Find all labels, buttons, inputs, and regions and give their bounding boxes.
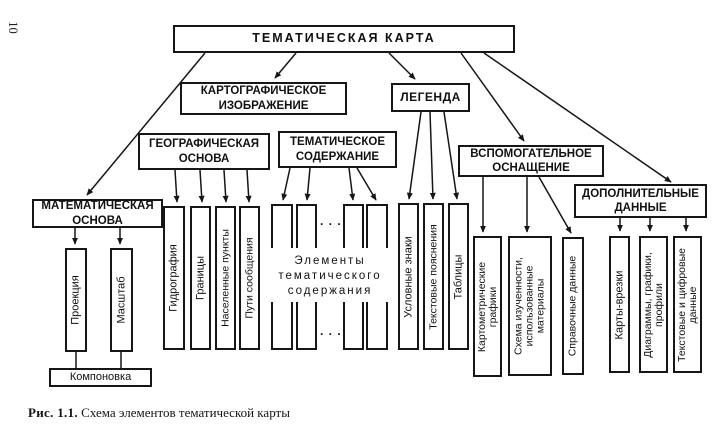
node-additional-data-line2: ДАННЫЕ — [614, 202, 667, 214]
bar-settlements: Населенные пункты — [215, 206, 236, 350]
thematic-element-stub — [271, 204, 293, 248]
thematic-element-stub — [296, 204, 317, 248]
node-thematic-content-line2: СОДЕРЖАНИЕ — [295, 150, 380, 163]
node-cartographic-image-line1: КАРТОГРАФИЧЕСКОЕ — [200, 85, 327, 98]
thematic-element-stub — [366, 302, 388, 350]
bar-hydrography: Гидрография — [163, 206, 185, 350]
node-auxiliary-equipment: ВСПОМОГАТЕЛЬНОЕ ОСНАЩЕНИЕ — [458, 145, 604, 177]
ellipsis-bottom: . . . — [320, 324, 342, 338]
bar-study-scheme: Схема изученности, использованные матери… — [508, 236, 552, 376]
node-thematic-content: ТЕМАТИЧЕСКОЕ СОДЕРЖАНИЕ — [278, 131, 397, 168]
bar-inset-maps: Карты-врезки — [609, 236, 630, 373]
node-auxiliary-equipment-line1: ВСПОМОГАТЕЛЬНОЕ — [470, 147, 592, 160]
thematic-elements-caption: Элементы тематического содержания — [274, 252, 386, 301]
bar-diagrams-graphs: Диаграммы, графики, профили — [639, 236, 668, 373]
node-cartographic-image-line2: ИЗОБРАЖЕНИЕ — [218, 99, 309, 112]
bar-text-notes: Текстовые пояснения — [423, 203, 444, 350]
bar-settlements-label: Населенные пункты — [219, 229, 232, 327]
bar-routes-label: Пути сообщения — [243, 237, 256, 319]
node-thematic-map: ТЕМАТИЧЕСКАЯ КАРТА — [173, 25, 515, 53]
thematic-element-stub — [271, 302, 293, 350]
node-thematic-map-label: ТЕМАТИЧЕСКАЯ КАРТА — [252, 31, 436, 46]
bar-tables-label: Таблицы — [451, 254, 464, 299]
node-cartographic-image: КАРТОГРАФИЧЕСКОЕ ИЗОБРАЖЕНИЕ — [180, 82, 347, 115]
bar-diagrams-graphs-label: Диаграммы, графики, профили — [641, 251, 665, 358]
node-auxiliary-equipment-line2: ОСНАЩЕНИЕ — [492, 162, 570, 174]
node-mathematical-basis-line2: ОСНОВА — [72, 214, 123, 227]
node-geographic-basis-line2: ОСНОВА — [178, 152, 230, 165]
bar-study-scheme-label: Схема изученности, использованные матери… — [512, 257, 547, 355]
bar-routes: Пути сообщения — [239, 206, 260, 350]
bar-text-notes-label: Текстовые пояснения — [427, 223, 440, 330]
bar-symbols-label: Условные знаки — [401, 235, 414, 318]
node-legend: ЛЕГЕНДА — [391, 83, 470, 112]
node-mathematical-basis: МАТЕМАТИЧЕСКАЯ ОСНОВА — [32, 199, 163, 228]
bar-cartometric-graphs-label: Картометрические графики — [475, 261, 499, 352]
bar-tables: Таблицы — [448, 203, 469, 350]
node-additional-data-line1: ДОПОЛНИТЕЛЬНЫЕ — [582, 187, 699, 200]
bar-projection-label: Проекция — [69, 275, 82, 325]
node-geographic-basis-line1: ГЕОГРАФИЧЕСКАЯ — [148, 138, 260, 151]
node-layout-label: Компоновка — [69, 370, 132, 383]
ellipsis-top: . . . — [320, 214, 342, 228]
bar-cartometric-graphs: Картометрические графики — [473, 236, 502, 377]
node-layout: Компоновка — [49, 368, 152, 387]
bar-hydrography-label: Гидрография — [167, 244, 180, 312]
thematic-element-stub — [296, 302, 317, 350]
bar-reference-data: Справочные данные — [562, 237, 584, 375]
thematic-element-stub — [343, 204, 364, 248]
bar-projection: Проекция — [65, 248, 87, 352]
node-thematic-content-line1: ТЕМАТИЧЕСКОЕ — [290, 136, 385, 149]
node-additional-data: ДОПОЛНИТЕЛЬНЫЕ ДАННЫЕ — [574, 184, 707, 218]
bar-boundaries: Границы — [190, 206, 211, 350]
bar-scale: Масштаб — [110, 248, 133, 352]
node-mathematical-basis-line1: МАТЕМАТИЧЕСКАЯ — [41, 200, 154, 213]
figure-caption-text: Схема элементов тематической карты — [81, 405, 290, 420]
bar-text-numeric-data: Текстовые и цифровые данные — [673, 236, 702, 373]
thematic-element-stub — [343, 302, 364, 350]
bar-text-numeric-data-label: Текстовые и цифровые данные — [675, 247, 699, 362]
thematic-element-stub — [366, 204, 388, 248]
node-geographic-basis: ГЕОГРАФИЧЕСКАЯ ОСНОВА — [138, 133, 270, 170]
node-legend-label: ЛЕГЕНДА — [400, 90, 461, 105]
bar-reference-data-label: Справочные данные — [566, 255, 579, 357]
bar-inset-maps-label: Карты-врезки — [612, 270, 625, 339]
bar-boundaries-label: Границы — [193, 256, 206, 300]
bar-scale-label: Масштаб — [114, 276, 127, 324]
bar-symbols: Условные знаки — [398, 203, 419, 350]
figure-caption-label: Рис. 1.1. — [28, 405, 78, 420]
figure-caption: Рис. 1.1. Схема элементов тематической к… — [28, 405, 290, 421]
